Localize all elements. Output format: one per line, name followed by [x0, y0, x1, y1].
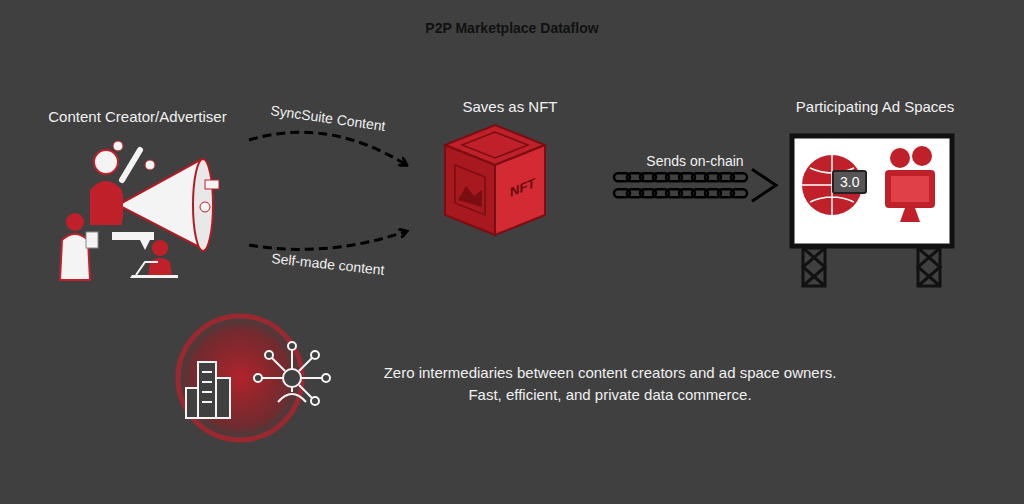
node-mark: 3.0 — [832, 170, 867, 194]
network-emblem — [170, 308, 330, 448]
node-mark: NFT — [510, 175, 535, 200]
ad-space-node: Participating Ad Spaces 3.0 — [780, 98, 970, 288]
nft-cube — [445, 125, 545, 235]
node-heading: Content Creator/Advertiser — [30, 108, 245, 125]
node-heading: Saves as NFT — [410, 98, 610, 115]
nft-node: Saves as NFT NFT — [410, 98, 610, 243]
chain-connector — [614, 169, 776, 201]
creator-node: Content Creator/Advertiser — [30, 108, 245, 286]
edge-label: Self-made content — [270, 250, 385, 278]
dashed-arrow — [249, 132, 406, 164]
note-line: Zero intermediaries between content crea… — [370, 362, 850, 384]
edge-label: Sends on-chain — [646, 153, 743, 169]
edge-label: SyncSuite Content — [269, 102, 386, 134]
diagram-title: P2P Marketplace Dataflow — [0, 20, 1024, 36]
note-text: Zero intermediaries between content crea… — [370, 362, 850, 406]
billboard — [792, 136, 952, 286]
note-line: Fast, efficient, and private data commer… — [370, 384, 850, 406]
node-heading: Participating Ad Spaces — [780, 98, 970, 115]
dashed-arrow — [249, 231, 406, 249]
creator-illustration — [60, 141, 219, 280]
